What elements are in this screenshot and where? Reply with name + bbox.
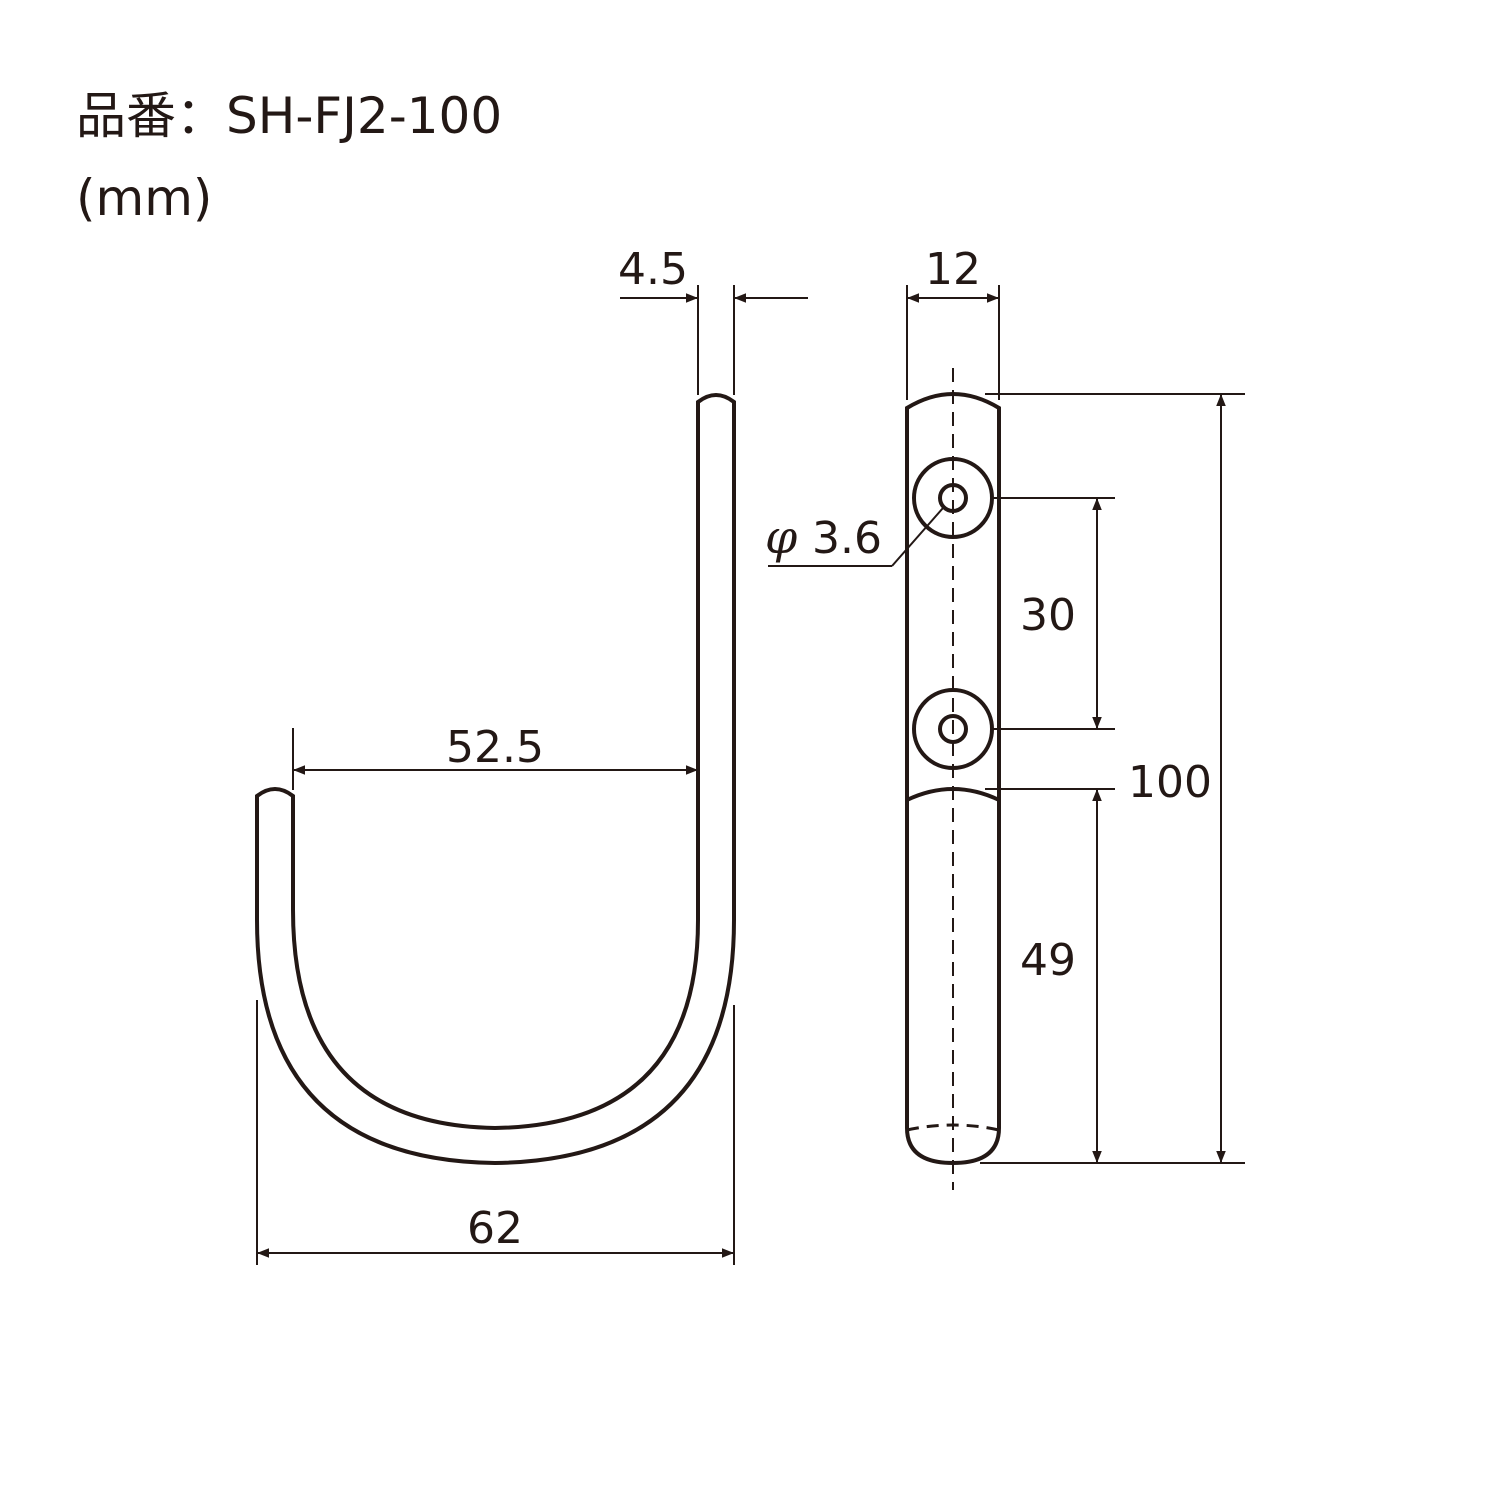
- dim-inner-width: [292, 728, 698, 790]
- hole-diameter-symbol: φ: [765, 510, 798, 564]
- dim-outer-width: [256, 1000, 735, 1265]
- plate-outline: [905, 392, 1001, 1166]
- dim-hole-diameter: [768, 507, 944, 567]
- dim-hole-pitch-label: 30: [1020, 590, 1076, 641]
- dim-inner-width-label: 52.5: [446, 722, 544, 773]
- hole-diameter-label: 3.6: [812, 513, 882, 564]
- dim-wire-thickness: [620, 285, 808, 395]
- dim-total-height-label: 100: [1128, 757, 1212, 808]
- drawing-header: 品番：SH-FJ2-100 (mm): [76, 80, 502, 234]
- part-number-value: SH-FJ2-100: [226, 87, 503, 145]
- hook-front-view: [255, 393, 736, 1166]
- dim-total-height: [980, 393, 1245, 1164]
- unit-label: (mm): [76, 169, 213, 227]
- part-number-separator: ：: [176, 87, 226, 145]
- dim-lower-length: [985, 788, 1115, 1163]
- dim-plate-width-label: 12: [925, 244, 981, 295]
- part-number-label: 品番: [76, 87, 176, 145]
- part-number-line: 品番：SH-FJ2-100: [76, 80, 502, 152]
- dim-outer-width-label: 62: [467, 1203, 523, 1254]
- hook-wire-outline: [255, 393, 736, 1166]
- dim-plate-width: [906, 285, 1000, 400]
- dim-hole-pitch: [992, 497, 1115, 730]
- dim-wire-thickness-label: 4.5: [618, 244, 688, 295]
- dim-lower-length-label: 49: [1020, 935, 1076, 986]
